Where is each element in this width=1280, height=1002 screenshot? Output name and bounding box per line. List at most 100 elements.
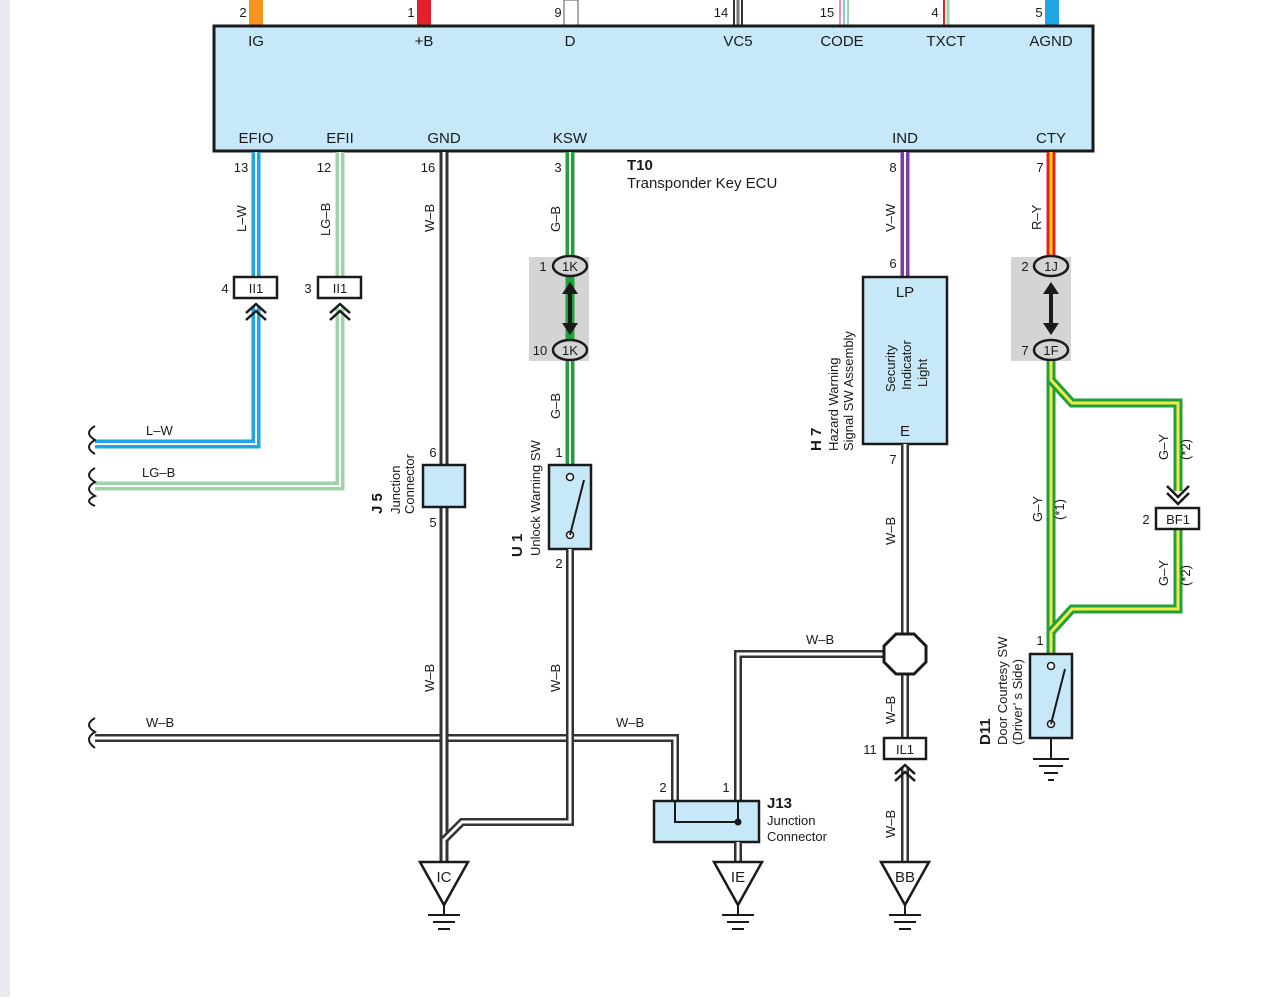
h7-pin-bottom: 7: [889, 452, 896, 467]
ecu-box: [212, 24, 1095, 153]
ecu-bottom-pin: 13: [234, 160, 248, 175]
connector-pin: 2: [1142, 512, 1149, 527]
ecu-terminal-gnd: GND: [427, 130, 461, 147]
u1-name: Unlock Warning SW: [528, 439, 543, 556]
j5-pin-top: 6: [429, 445, 436, 460]
j13-line1: Junction: [767, 813, 815, 828]
wire-h7-ground: [734, 444, 909, 862]
u1-pin-top: 1: [555, 445, 562, 460]
ground-label-ie: IE: [731, 869, 745, 886]
ecu-terminal-cty: CTY: [1036, 130, 1066, 147]
connector-label: 1F: [1043, 343, 1058, 358]
ecu-terminal-txct: TXCT: [926, 33, 965, 50]
note-2: (*2): [1178, 439, 1193, 460]
j13-pin-right: 1: [722, 780, 729, 795]
ecu-bottom-pin: 12: [317, 160, 331, 175]
connector-arrow: [1166, 485, 1190, 506]
ecu-bottom-pin: 16: [421, 160, 435, 175]
ecu-bottom-pin: 8: [889, 160, 896, 175]
break-mark: [88, 467, 98, 507]
wire-label-gy: G–Y: [1030, 496, 1045, 522]
j5-pin-bottom: 5: [429, 515, 436, 530]
u1-pin-bottom: 2: [555, 556, 562, 571]
connector-pin: 1: [539, 259, 546, 274]
connector-il1: [882, 736, 928, 761]
d11-pin-top: 1: [1036, 633, 1043, 648]
ecu-terminal-b: +B: [415, 33, 434, 50]
wire-u1-ground: [441, 549, 574, 843]
h7-line2: Signal SW Assembly: [841, 331, 856, 451]
ground-label-ic: IC: [437, 869, 452, 886]
j5-code: J 5: [369, 493, 386, 514]
ecu-top-pin: 1: [407, 5, 414, 20]
connector-arrow: [245, 302, 267, 321]
wire-label-wb: W–B: [422, 664, 437, 692]
d11-line1: Door Courtesy SW: [995, 636, 1010, 745]
ecu-top-pin: 5: [1035, 5, 1042, 20]
ecu-terminal-agnd: AGND: [1029, 33, 1073, 50]
wire-label-gy: G–Y: [1156, 434, 1171, 460]
connector-pin: 7: [1021, 343, 1028, 358]
ground-bb: [878, 860, 932, 930]
connector-arrow: [329, 302, 351, 321]
ecu-top-pin: 15: [820, 5, 834, 20]
h7-pin-top: 6: [889, 256, 896, 271]
page-edge: [0, 0, 10, 997]
connector-label: 1K: [562, 259, 578, 274]
connector-bf1: [1154, 506, 1201, 531]
j5-line2: Connector: [402, 453, 417, 514]
wire-label-lw: L–W: [234, 205, 249, 232]
ecu-terminal-code: CODE: [820, 33, 863, 50]
ecu-terminal-efii: EFII: [326, 130, 354, 147]
ground-symbol: [1033, 738, 1069, 781]
h7-terminal-e: E: [900, 423, 910, 440]
wire-label-wb: W–B: [883, 810, 898, 838]
ecu-terminal-vc5: VC5: [723, 33, 752, 50]
wire-label-wb: W–B: [616, 715, 644, 730]
ecu-bottom-pin: 7: [1036, 160, 1043, 175]
h7-code: H 7: [808, 428, 825, 451]
connector-label: II1: [333, 281, 347, 296]
ground-label-bb: BB: [895, 869, 915, 886]
connector-pin: 3: [304, 281, 311, 296]
h7-inner-1: Security: [883, 345, 898, 392]
connector-label: 1J: [1044, 259, 1058, 274]
junction-j5: [421, 463, 467, 509]
wire-gy: [1046, 361, 1183, 654]
wire-label-gy: G–Y: [1156, 560, 1171, 586]
wire-lw: [95, 152, 261, 449]
ecu-name: Transponder Key ECU: [627, 175, 777, 192]
wire-label-vw: V–W: [883, 203, 898, 232]
ecu-top-pin: 14: [714, 5, 728, 20]
h7-terminal-lp: LP: [896, 284, 914, 301]
wire-label-ry: R–Y: [1029, 204, 1044, 230]
ecu-terminal-ig: IG: [248, 33, 264, 50]
h7-inner-3: Light: [915, 358, 930, 387]
top-wires: [249, 0, 1059, 28]
connector-label: II1: [249, 281, 263, 296]
connector-1j: [1032, 254, 1070, 278]
u1-code: U 1: [509, 534, 526, 557]
hazard-switch-h7: [861, 275, 949, 446]
connector-label: BF1: [1166, 512, 1190, 527]
connector-label: IL1: [896, 742, 914, 757]
wire-label-wb: W–B: [883, 696, 898, 724]
connector-1k-bottom: [551, 338, 589, 362]
wire-label-wb: W–B: [146, 715, 174, 730]
connector-arrow: [894, 763, 916, 782]
splice-point: [882, 632, 928, 676]
ecu-terminal-ksw: KSW: [553, 130, 588, 147]
j5-line1: Junction: [388, 466, 403, 514]
ecu-terminal-efio: EFIO: [238, 130, 273, 147]
wire-label-lgb: LG–B: [318, 203, 333, 236]
wire-label-wb: W–B: [548, 664, 563, 692]
connector-pin: 10: [533, 343, 547, 358]
wire-label-gb: G–B: [548, 206, 563, 232]
ecu-terminal-d: D: [565, 33, 576, 50]
h7-line1: Hazard Warning: [826, 358, 841, 451]
connector-label: 1K: [562, 343, 578, 358]
ground-ic: [417, 860, 471, 930]
wire-label-wb: W–B: [883, 517, 898, 545]
wire-wb-left: [95, 734, 679, 801]
